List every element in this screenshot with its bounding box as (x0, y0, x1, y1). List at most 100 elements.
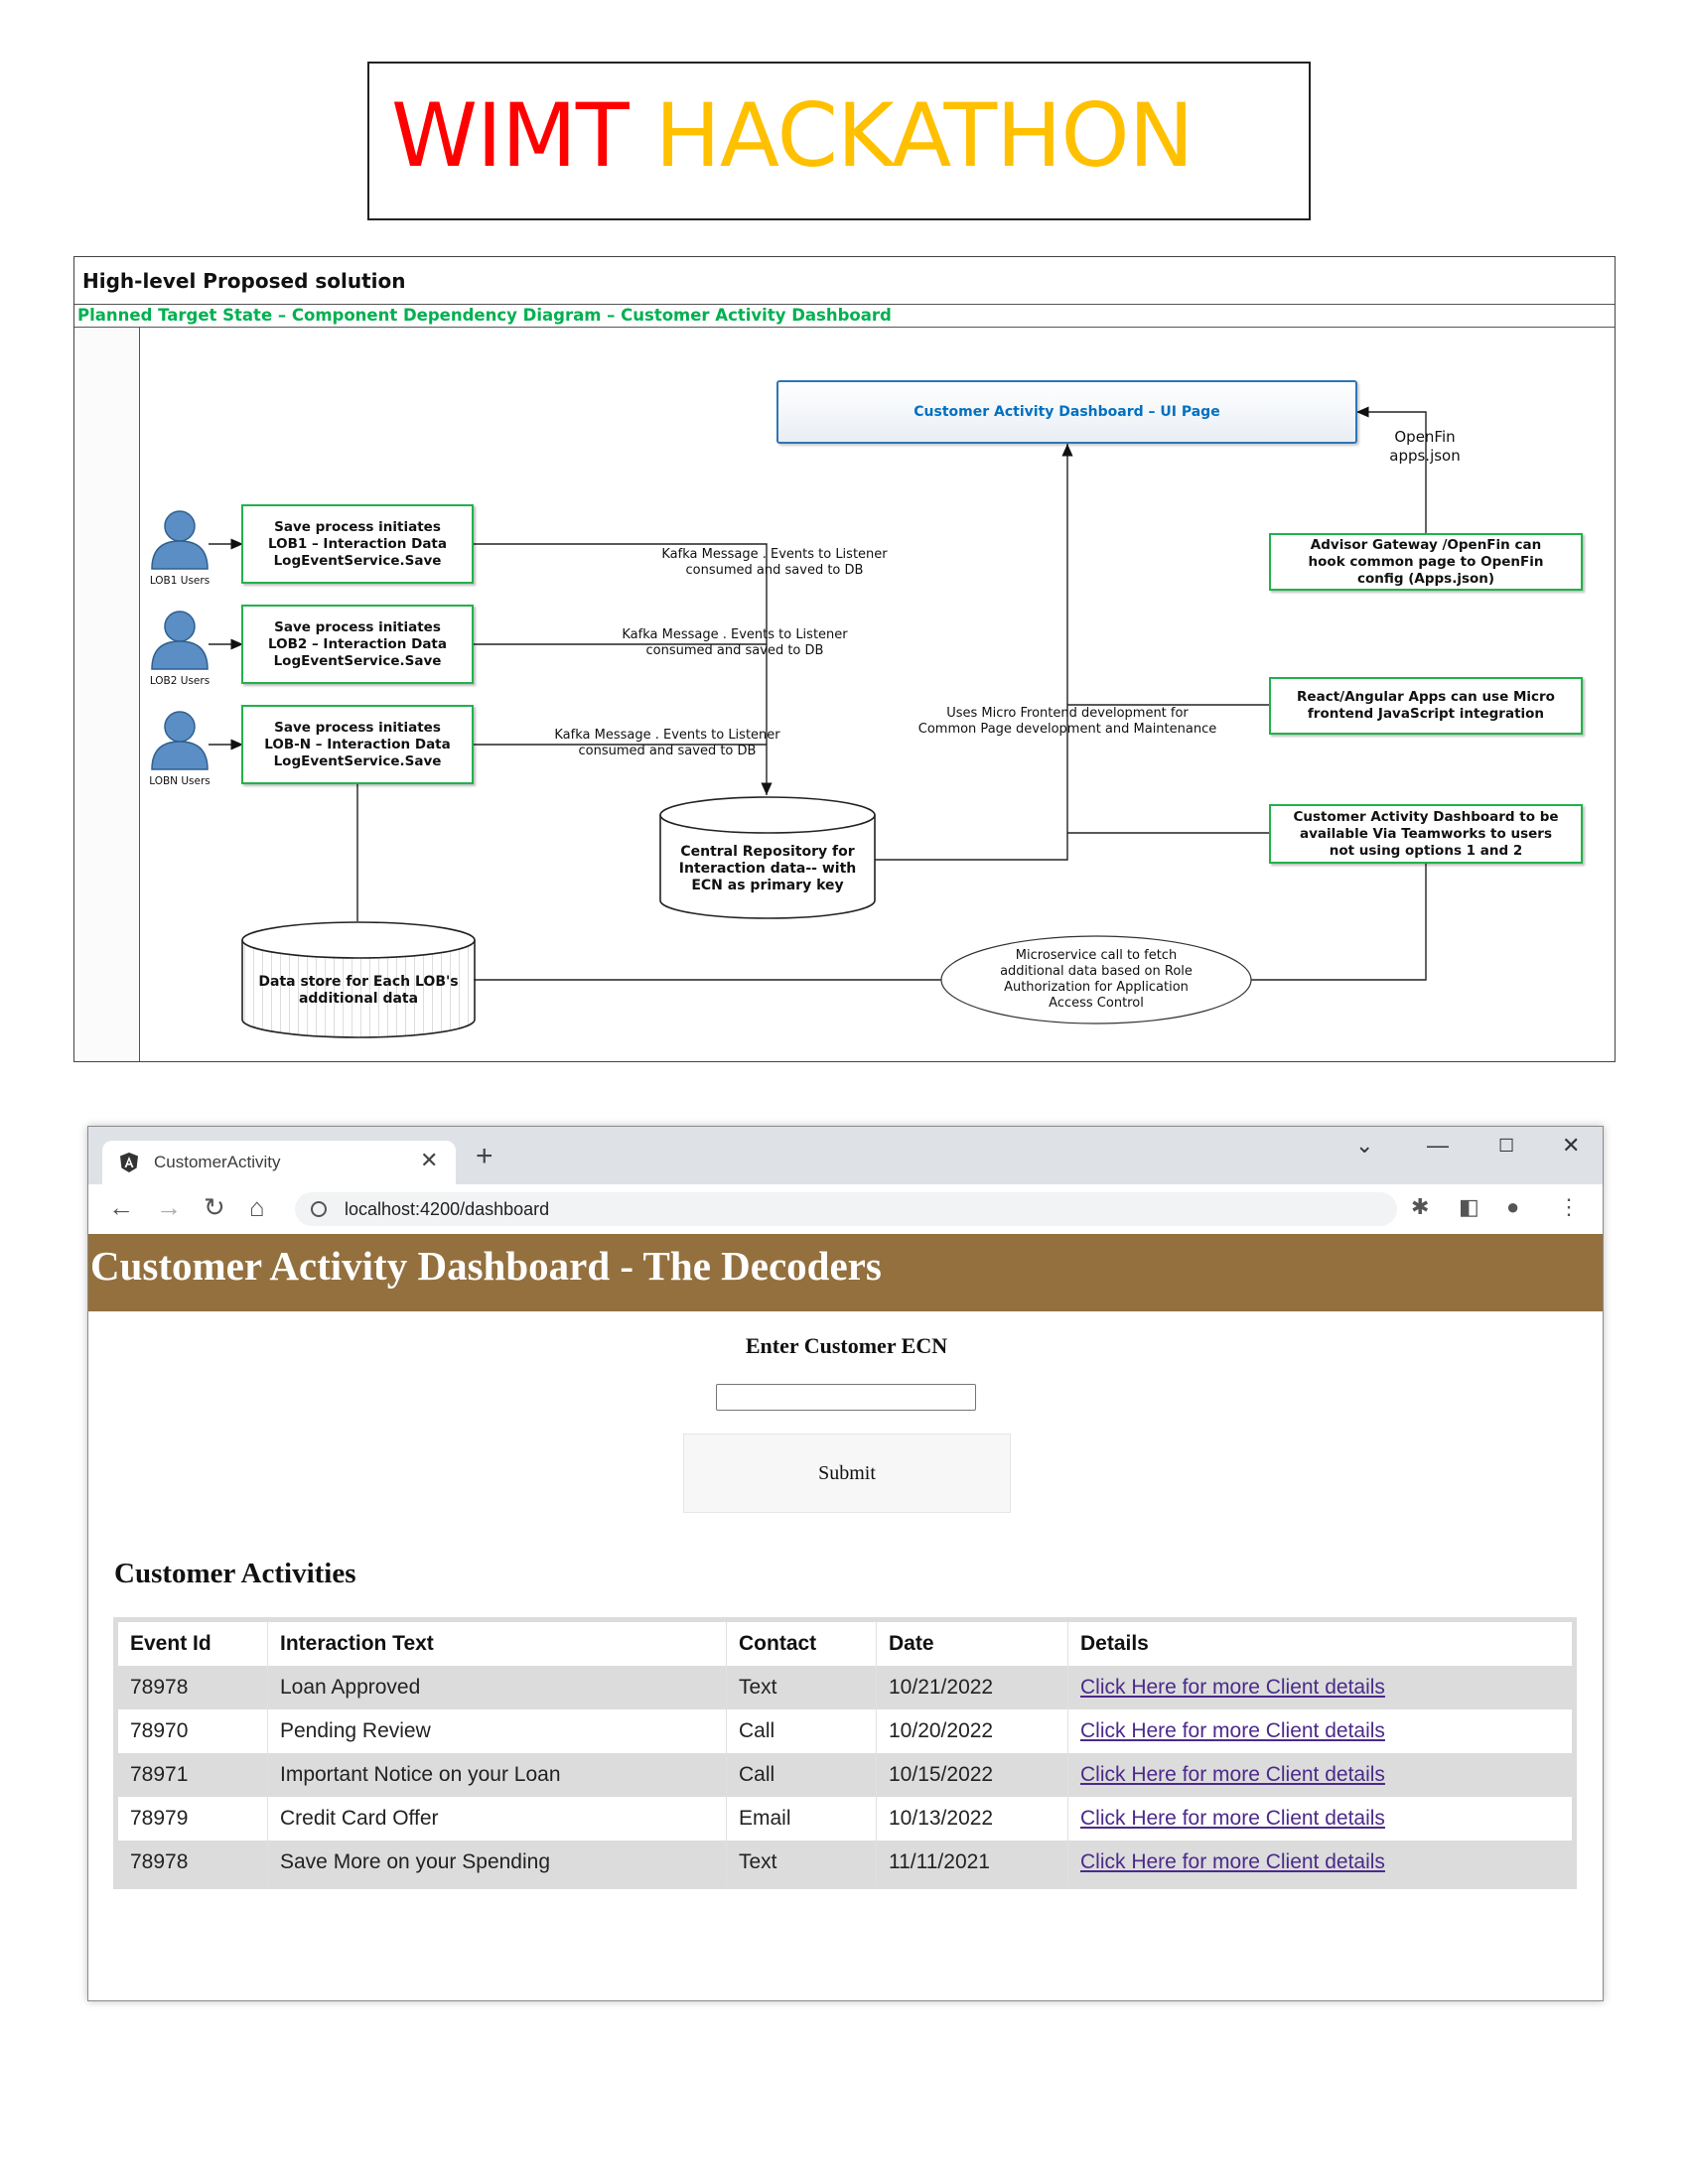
ecn-label: Enter Customer ECN (745, 1333, 948, 1358)
submit-button[interactable]: Submit (683, 1433, 1011, 1513)
side-panel-icon[interactable]: ◧ (1459, 1194, 1479, 1219)
date-cell: 10/13/2022 (876, 1797, 1068, 1841)
date-cell: 11/11/2021 (876, 1841, 1068, 1887)
forward-icon[interactable]: → (156, 1192, 182, 1222)
microservice-ellipse (940, 935, 1252, 1024)
details-cell: Click Here for more Client details (1067, 1666, 1575, 1709)
table-row: 78979 Credit Card Offer Email 10/13/2022… (115, 1797, 1575, 1841)
details-cell: Click Here for more Client details (1067, 1753, 1575, 1797)
menu-icon[interactable]: ⋮ (1558, 1194, 1580, 1219)
app-header: Customer Activity Dashboard - The Decode… (88, 1234, 1603, 1311)
event-id-cell: 78978 (115, 1666, 268, 1709)
tab-title: CustomerActivity (154, 1153, 281, 1171)
user-icon (151, 510, 209, 770)
details-cell: Click Here for more Client details (1067, 1841, 1575, 1887)
details-cell: Click Here for more Client details (1067, 1709, 1575, 1753)
title-box: WIMT HACKATHON (367, 62, 1311, 220)
close-tab-icon[interactable]: ✕ (420, 1148, 439, 1172)
table-row: 78971 Important Notice on your Loan Call… (115, 1753, 1575, 1797)
minimize-icon[interactable]: — (1427, 1133, 1449, 1158)
client-details-link[interactable]: Click Here for more Client details (1080, 1807, 1385, 1830)
tab-strip: CustomerActivity ✕ + ⌄ — ☐ ✕ (88, 1127, 1603, 1184)
contact-cell: Call (726, 1753, 877, 1797)
interaction-text-cell: Save More on your Spending (267, 1841, 727, 1887)
client-details-link[interactable]: Click Here for more Client details (1080, 1850, 1385, 1873)
url-text: localhost:4200/dashboard (345, 1199, 550, 1219)
maximize-icon[interactable]: ☐ (1498, 1136, 1515, 1156)
date-cell: 10/20/2022 (876, 1709, 1068, 1753)
client-details-link[interactable]: Click Here for more Client details (1080, 1719, 1385, 1742)
profile-icon[interactable]: ● (1506, 1194, 1520, 1219)
details-cell: Click Here for more Client details (1067, 1797, 1575, 1841)
column-header[interactable]: Details (1067, 1619, 1575, 1666)
page-title: WIMT HACKATHON (391, 81, 1195, 191)
column-header[interactable]: Interaction Text (267, 1619, 727, 1666)
interaction-text-cell: Credit Card Offer (267, 1797, 727, 1841)
diagram-connectors (151, 406, 1427, 1038)
interaction-text-cell: Loan Approved (267, 1666, 727, 1709)
ecn-input[interactable] (716, 1384, 976, 1411)
browser-toolbar: ← → ↻ ⌂ localhost:4200/dashboard ✱ ◧ ● ⋮ (88, 1184, 1603, 1235)
date-cell: 10/21/2022 (876, 1666, 1068, 1709)
openfin-label: OpenFin apps.json (1389, 428, 1461, 465)
interaction-text-cell: Pending Review (267, 1709, 727, 1753)
diagram-subheading: Planned Target State – Component Depende… (74, 305, 1615, 328)
contact-cell: Text (726, 1841, 877, 1887)
site-info-icon[interactable] (311, 1201, 327, 1217)
event-id-cell: 78970 (115, 1709, 268, 1753)
interaction-text-cell: Important Notice on your Loan (267, 1753, 727, 1797)
activities-table: Event Id Interaction Text Contact Date D… (113, 1617, 1577, 1889)
table-row: 78970 Pending Review Call 10/20/2022 Cli… (115, 1709, 1575, 1753)
column-header[interactable]: Contact (726, 1619, 877, 1666)
client-details-link[interactable]: Click Here for more Client details (1080, 1763, 1385, 1786)
table-header-row: Event Id Interaction Text Contact Date D… (115, 1619, 1575, 1666)
app-title: Customer Activity Dashboard - The Decode… (90, 1243, 882, 1289)
event-id-cell: 78978 (115, 1841, 268, 1887)
title-hackathon: HACKATHON (654, 84, 1195, 187)
column-header[interactable]: Event Id (115, 1619, 268, 1666)
address-bar[interactable]: localhost:4200/dashboard (295, 1192, 1397, 1226)
reload-icon[interactable]: ↻ (204, 1192, 225, 1222)
activities-title: Customer Activities (114, 1558, 356, 1589)
back-icon[interactable]: ← (108, 1192, 134, 1222)
lob1-users-label: LOB1 Users (149, 575, 211, 587)
event-id-cell: 78971 (115, 1753, 268, 1797)
column-header[interactable]: Date (876, 1619, 1068, 1666)
lobn-users-label: LOBN Users (149, 775, 211, 787)
title-wimt: WIMT (391, 84, 630, 187)
lob2-users-label: LOB2 Users (149, 675, 211, 687)
ui-page-box: Customer Activity Dashboard – UI Page (776, 380, 1357, 444)
diagram-side-column (74, 328, 140, 1061)
table-row: 78978 Save More on your Spending Text 11… (115, 1841, 1575, 1887)
extensions-icon[interactable]: ✱ (1411, 1194, 1430, 1219)
client-details-link[interactable]: Click Here for more Client details (1080, 1676, 1385, 1699)
lob-data-store-cylinder (241, 921, 476, 1038)
contact-cell: Email (726, 1797, 877, 1841)
event-id-cell: 78979 (115, 1797, 268, 1841)
central-repository-cylinder (659, 796, 876, 919)
browser-tab[interactable]: CustomerActivity ✕ (102, 1141, 456, 1184)
contact-cell: Text (726, 1666, 877, 1709)
date-cell: 10/15/2022 (876, 1753, 1068, 1797)
table-row: 78978 Loan Approved Text 10/21/2022 Clic… (115, 1666, 1575, 1709)
angular-icon (120, 1153, 138, 1172)
diagram-heading: High-level Proposed solution (74, 257, 1615, 305)
new-tab-icon[interactable]: + (476, 1140, 493, 1172)
home-icon[interactable]: ⌂ (249, 1192, 265, 1222)
tab-search-icon[interactable]: ⌄ (1355, 1133, 1374, 1158)
browser-window: CustomerActivity ✕ + ⌄ — ☐ ✕ ← → ↻ ⌂ loc… (87, 1126, 1604, 2001)
close-window-icon[interactable]: ✕ (1562, 1133, 1581, 1158)
